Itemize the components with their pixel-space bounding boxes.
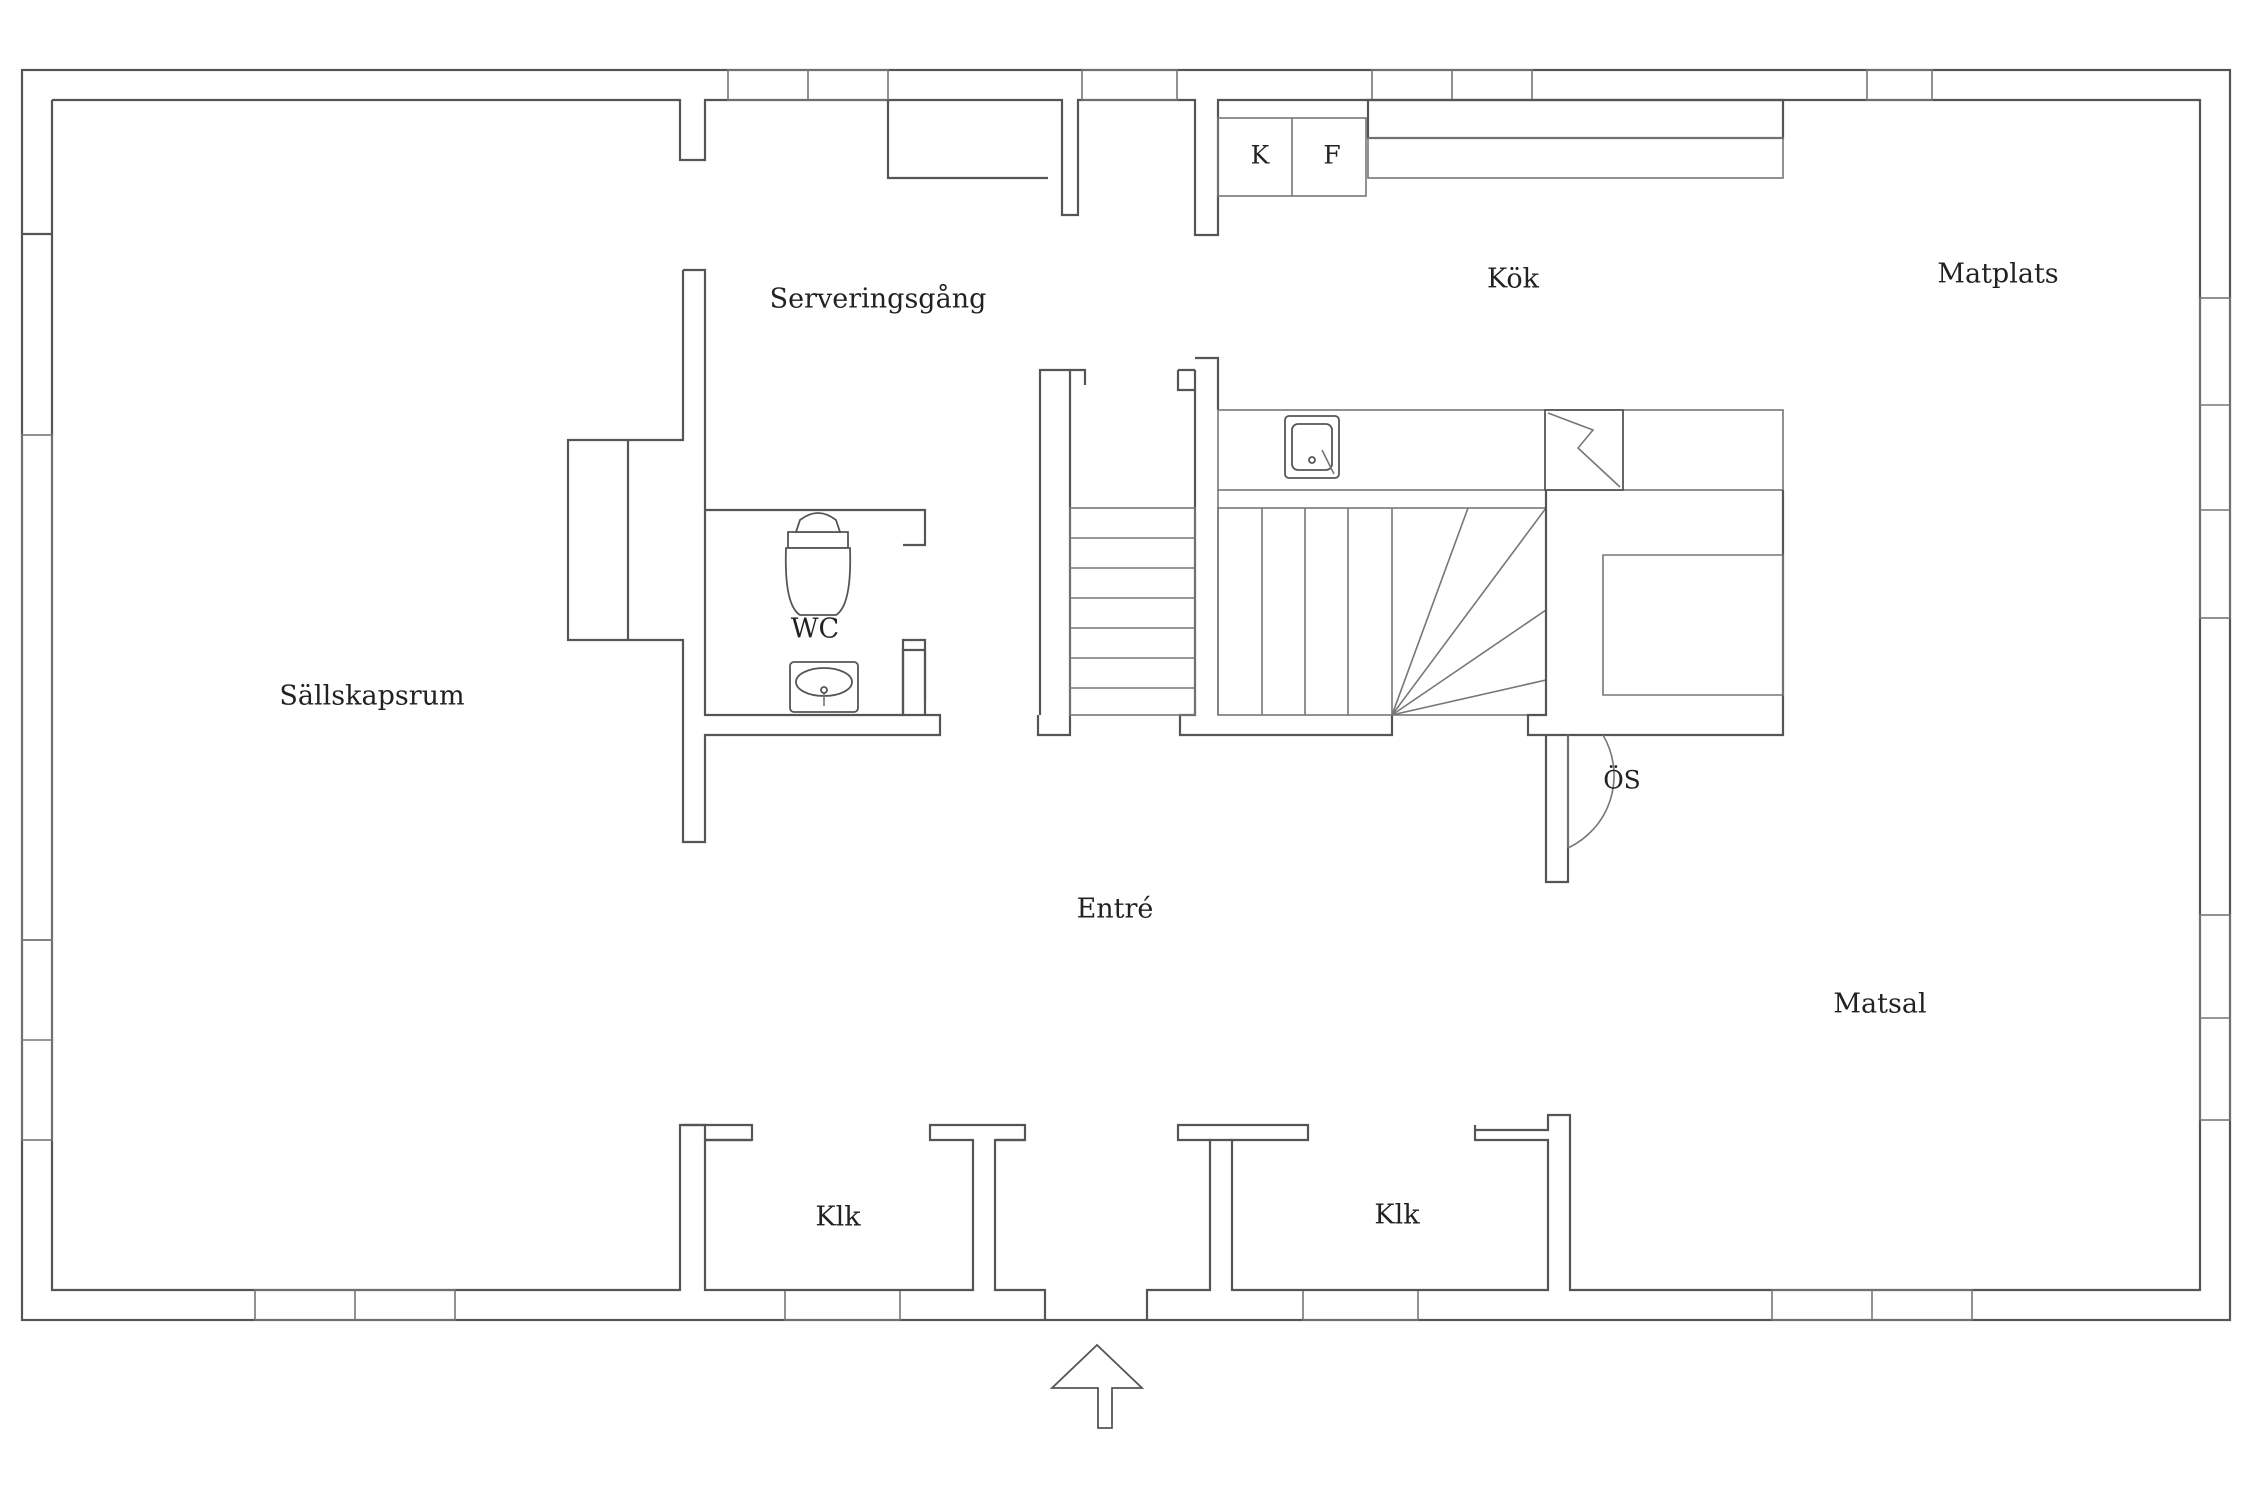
room-label-serveringsgang: Serveringsgång (770, 283, 987, 315)
toilet-icon (784, 512, 852, 616)
sink-icon (1284, 415, 1340, 479)
room-label-matplats: Matplats (1937, 259, 2058, 290)
interior-walls (566, 98, 1785, 1320)
appliance-label-kyl: K (1251, 141, 1271, 170)
appliance-label-frys: F (1323, 141, 1340, 170)
room-label-matsal: Matsal (1833, 989, 1926, 1020)
room-label-klk-left: Klk (815, 1202, 861, 1233)
windows (21, 69, 2231, 1321)
room-label-kok: Kök (1487, 264, 1540, 295)
room-label-os: ÖS (1603, 766, 1641, 795)
entrance-arrow-icon (1049, 1343, 1145, 1429)
room-labels: Sällskapsrum Serveringsgång Kök Matplats… (279, 141, 2058, 1233)
stove-icon (1544, 409, 1624, 491)
room-label-wc: WC (791, 614, 839, 645)
washbasin-icon (789, 661, 859, 713)
room-label-sallskapsrum: Sällskapsrum (279, 681, 464, 712)
room-label-klk-right: Klk (1374, 1200, 1420, 1231)
room-label-entre: Entré (1077, 894, 1154, 925)
